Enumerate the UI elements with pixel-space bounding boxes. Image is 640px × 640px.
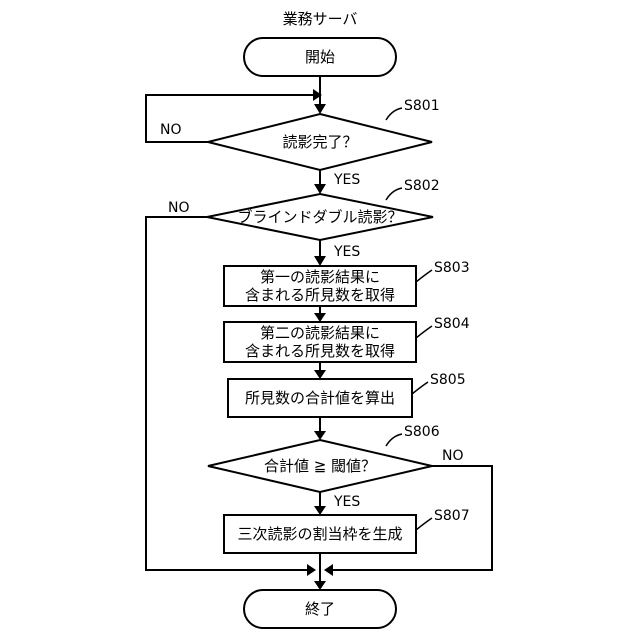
step-leader-807 bbox=[416, 518, 432, 530]
step-806: S806 bbox=[404, 424, 440, 440]
arrowhead-803-804 bbox=[314, 313, 326, 322]
decision-802-label: ブラインドダブル読影？ bbox=[237, 208, 402, 226]
arrowhead-802-803 bbox=[314, 256, 326, 266]
step-801: S801 bbox=[404, 98, 440, 114]
arrowhead-807-end bbox=[314, 581, 326, 590]
decision-801-label: 読影完了？ bbox=[282, 133, 357, 151]
arrowhead-805-806 bbox=[314, 431, 326, 440]
step-leader-805 bbox=[412, 382, 428, 394]
process-805-label: 所見数の合計値を算出 bbox=[245, 389, 395, 407]
arrowhead-no-806 bbox=[324, 564, 333, 576]
process-804-line1: 第二の読影結果に bbox=[260, 324, 380, 342]
step-803: S803 bbox=[434, 260, 470, 276]
step-leader-801 bbox=[386, 108, 402, 120]
step-804: S804 bbox=[434, 316, 470, 332]
process-807-label: 三次読影の割当枠を生成 bbox=[237, 525, 402, 543]
step-805: S805 bbox=[430, 372, 466, 388]
step-802: S802 bbox=[404, 178, 440, 194]
arrowhead-no-802 bbox=[307, 564, 316, 576]
process-803-line1: 第一の読影結果に bbox=[260, 268, 380, 286]
step-807: S807 bbox=[434, 508, 470, 524]
end-label: 終了 bbox=[305, 600, 335, 618]
branch-no-802: NO bbox=[168, 200, 190, 216]
branch-yes-802: YES bbox=[333, 244, 360, 260]
step-leader-804 bbox=[416, 326, 432, 338]
branch-no-801: NO bbox=[160, 122, 182, 138]
arrowhead-start-801 bbox=[314, 104, 326, 114]
branch-yes-806: YES bbox=[333, 494, 360, 510]
diagram-title: 業務サーバ bbox=[283, 10, 358, 28]
arrowhead-801-802 bbox=[314, 184, 326, 194]
branch-yes-801: YES bbox=[333, 172, 360, 188]
start-label: 開始 bbox=[305, 48, 335, 66]
decision-806-label: 合計値 ≧ 閾値？ bbox=[264, 457, 376, 475]
arrowhead-804-805 bbox=[314, 370, 326, 379]
branch-no-806: NO bbox=[442, 448, 464, 464]
process-804-line2: 含まれる所見数を取得 bbox=[245, 342, 395, 360]
step-leader-806 bbox=[386, 434, 402, 446]
step-leader-803 bbox=[416, 270, 432, 282]
step-leader-802 bbox=[386, 188, 402, 200]
arrowhead-806-807 bbox=[314, 506, 326, 515]
process-803-line2: 含まれる所見数を取得 bbox=[245, 286, 395, 304]
